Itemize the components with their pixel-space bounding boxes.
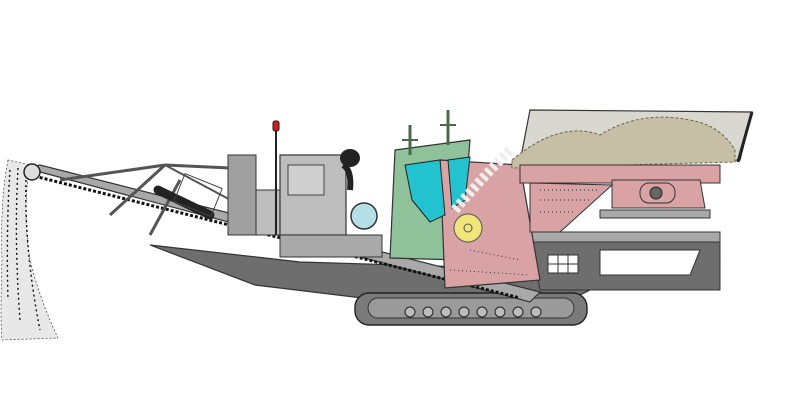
motor bbox=[350, 202, 378, 230]
air-filter bbox=[340, 149, 360, 167]
rotor bbox=[453, 213, 483, 243]
impact-crusher bbox=[389, 110, 541, 289]
power-unit bbox=[227, 120, 383, 258]
hydraulic-cylinder bbox=[153, 172, 223, 220]
head-pulley bbox=[23, 163, 41, 181]
material-pile bbox=[0, 159, 59, 341]
beacon-light bbox=[272, 120, 280, 132]
crawler-track bbox=[354, 292, 588, 326]
feed-hopper bbox=[511, 109, 754, 233]
